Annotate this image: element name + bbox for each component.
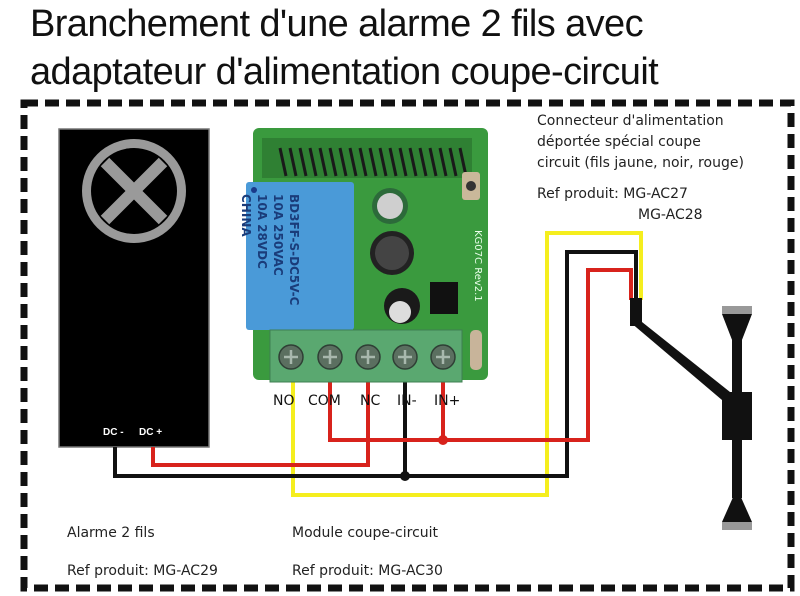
- dc-plus-label: DC +: [139, 427, 163, 438]
- terminal-label-in-minus: IN-: [397, 393, 417, 409]
- junction-red: [438, 435, 448, 445]
- connector-ref-2: MG-AC28: [638, 207, 703, 223]
- relay-text-3: 10A 28VDC: [255, 194, 269, 269]
- connector-desc-line-1: Connecteur d'alimentation: [537, 113, 724, 129]
- black-wire-outline: [113, 250, 638, 478]
- terminal-label-nc: NC: [360, 393, 381, 409]
- dc-minus-label: DC -: [103, 427, 124, 438]
- module-ref-label: Ref produit: MG-AC30: [292, 563, 443, 579]
- dashed-border: [20, 99, 795, 592]
- diagram-title-line-2: adaptateur d'alimentation coupe-circuit: [30, 51, 659, 93]
- connector-desc-line-2: déportée spécial coupe: [537, 134, 701, 150]
- module-name-label: Module coupe-circuit: [292, 525, 439, 541]
- antenna-coil: [262, 138, 472, 178]
- terminal-label-in-plus: IN+: [434, 393, 461, 409]
- ic-chip: [430, 282, 458, 314]
- x-circle-icon: [82, 139, 186, 243]
- relay-block: [246, 182, 354, 330]
- board-label: KG07C Rev2.1: [472, 230, 483, 302]
- relay-module-pcb: BD3FF-S-DC5V-C 10A 250VAC 10A 28VDC CHIN…: [239, 128, 488, 383]
- terminal-label-no: NO: [273, 393, 295, 409]
- connector-ref-1: Ref produit: MG-AC27: [537, 186, 688, 202]
- diagram-title-line-1: Branchement d'une alarme 2 fils avec: [30, 3, 644, 45]
- terminal-label-com: COM: [308, 393, 341, 409]
- red-wire-com: [328, 268, 633, 442]
- connector-desc-line-3: circuit (fils jaune, noir, rouge): [537, 155, 744, 171]
- relay-text-1: BD3FF-S-DC5V-C: [287, 194, 301, 306]
- junction-black: [400, 471, 410, 481]
- red-wire-nc-dcplus: [151, 380, 370, 467]
- alarm-name-label: Alarme 2 fils: [67, 525, 155, 541]
- alarm-ref-label: Ref produit: MG-AC29: [67, 563, 218, 579]
- power-splitter-connector: [630, 298, 752, 530]
- alarm-unit: [58, 128, 210, 448]
- relay-text-4: CHINA: [239, 194, 253, 237]
- relay-text-2: 10A 250VAC: [271, 194, 285, 276]
